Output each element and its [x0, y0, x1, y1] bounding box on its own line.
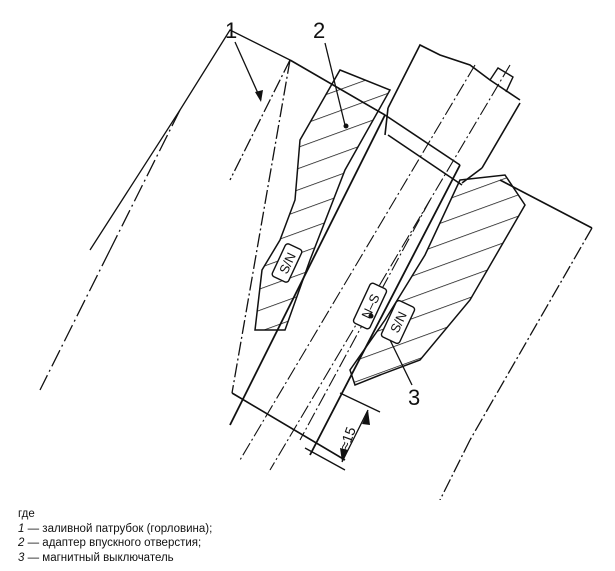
callout-1: 1: [225, 18, 263, 102]
legend-item-1: 1 — заливной патрубок (горловина);: [18, 522, 213, 535]
svg-text:≈15: ≈15: [336, 424, 359, 452]
legend-heading: где: [18, 508, 35, 520]
magnet-left: S/N: [271, 243, 303, 283]
filler-neck: [39, 29, 593, 500]
svg-text:2: 2: [313, 18, 325, 43]
technical-drawing: S/N N–S S/N 1 2 3 ≈15: [39, 18, 593, 500]
legend-item-2: 2 — адаптер впускного отверстия;: [18, 537, 202, 549]
magnet-right: S/N: [380, 299, 416, 345]
magnet-switch-center: N–S: [352, 282, 388, 330]
callout-3: 3: [389, 339, 420, 410]
svg-text:3: 3: [408, 385, 420, 410]
legend: где 1 — заливной патрубок (горловина); 2…: [18, 507, 212, 565]
svg-text:1: 1: [225, 18, 237, 43]
legend-item-3: 3 — магнитный выключатель: [18, 551, 174, 564]
adapter-hatched-right: [349, 174, 526, 386]
dimension-15: ≈15: [304, 392, 381, 471]
callout-2: 2: [313, 18, 349, 129]
